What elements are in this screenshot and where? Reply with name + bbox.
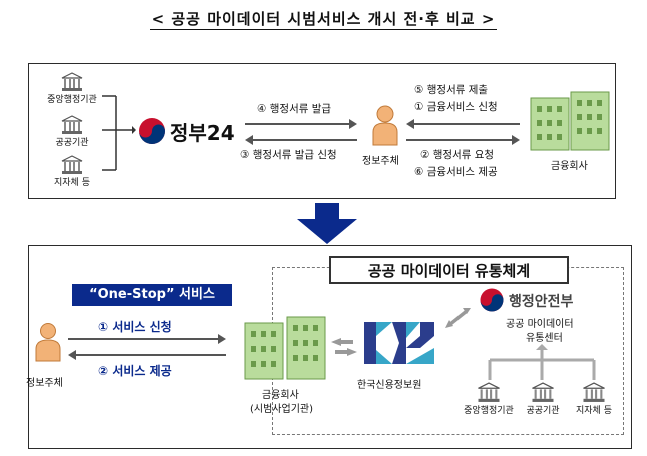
institution-central: 중앙행정기관 <box>458 382 520 416</box>
taegeuk-emblem-icon <box>480 288 504 312</box>
taegeuk-emblem-icon <box>139 118 165 144</box>
arrow-label-apply: ① 금융서비스 신청 <box>414 101 498 113</box>
institution-connector <box>102 95 136 171</box>
one-stop-banner: “One-Stop” 서비스 <box>72 284 232 306</box>
kcis-logo-icon <box>364 322 434 364</box>
before-panel <box>28 63 616 199</box>
institution-label: 공공기관 <box>526 406 560 416</box>
bank-building-icon <box>244 316 326 380</box>
bank-label: 금융회사 <box>262 390 299 401</box>
institution-label: 공공기관 <box>55 138 89 148</box>
institution-central: 중앙행정기관 <box>40 72 104 105</box>
arrow-label-request-docs: ② 행정서류 요청 <box>420 149 495 161</box>
arrow-person-bank-after <box>68 334 226 360</box>
government-building-icon <box>61 72 83 91</box>
gov24-label: 정부24 <box>170 121 235 145</box>
center-label-2: 유통센터 <box>526 333 563 344</box>
institution-local: 지자체 등 <box>40 155 104 188</box>
bank-sublabel: (시범사업기관) <box>250 404 314 415</box>
institution-label: 중앙행정기관 <box>47 95 97 105</box>
bank-label: 금융회사 <box>551 161 588 172</box>
arrow-person-bank <box>406 119 520 145</box>
arrow-label-issue: ④ 행정서류 발급 <box>257 103 332 115</box>
government-building-icon <box>583 382 605 402</box>
center-label-1: 공공 마이데이터 <box>506 319 574 330</box>
institution-local: 지자체 등 <box>568 382 620 416</box>
arrow-label-submit: ⑤ 행정서류 제출 <box>414 84 489 96</box>
arrow-label-apply-after: ① 서비스 신청 <box>98 320 172 334</box>
person-label: 정보주체 <box>26 378 63 389</box>
arrow-label-provide-after: ② 서비스 제공 <box>98 364 172 378</box>
person-label: 정보주체 <box>362 156 399 167</box>
institution-label: 중앙행정기관 <box>464 406 514 416</box>
arrow-bank-kcis <box>331 338 357 356</box>
kcis-label: 한국신용정보원 <box>357 380 422 391</box>
page-title: < 공공 마이데이터 시범서비스 개시 전·후 비교 > <box>149 10 498 30</box>
institution-label: 지자체 등 <box>576 406 612 416</box>
arrow-gov24-person <box>245 119 357 145</box>
arrow-label-request-issue: ③ 행정서류 발급 신청 <box>240 149 337 161</box>
government-building-icon <box>61 115 83 134</box>
mois-name: 행정안전부 <box>509 294 574 310</box>
institution-label: 지자체 등 <box>54 178 90 188</box>
person-icon <box>35 323 61 362</box>
institution-public: 공공기관 <box>515 382 571 416</box>
system-title: 공공 마이데이터 유통체계 <box>329 256 569 284</box>
arrow-kcis-mois <box>445 308 471 328</box>
government-building-icon <box>478 382 500 402</box>
after-panel <box>28 245 632 449</box>
institution-tree-connector <box>488 344 596 380</box>
bank-building-icon <box>530 91 610 151</box>
arrow-label-provide: ⑥ 금융서비스 제공 <box>414 166 498 178</box>
institution-public: 공공기관 <box>40 115 104 148</box>
government-building-icon <box>61 155 83 174</box>
person-icon <box>372 105 398 146</box>
down-arrow-icon <box>297 203 357 244</box>
government-building-icon <box>532 382 554 402</box>
